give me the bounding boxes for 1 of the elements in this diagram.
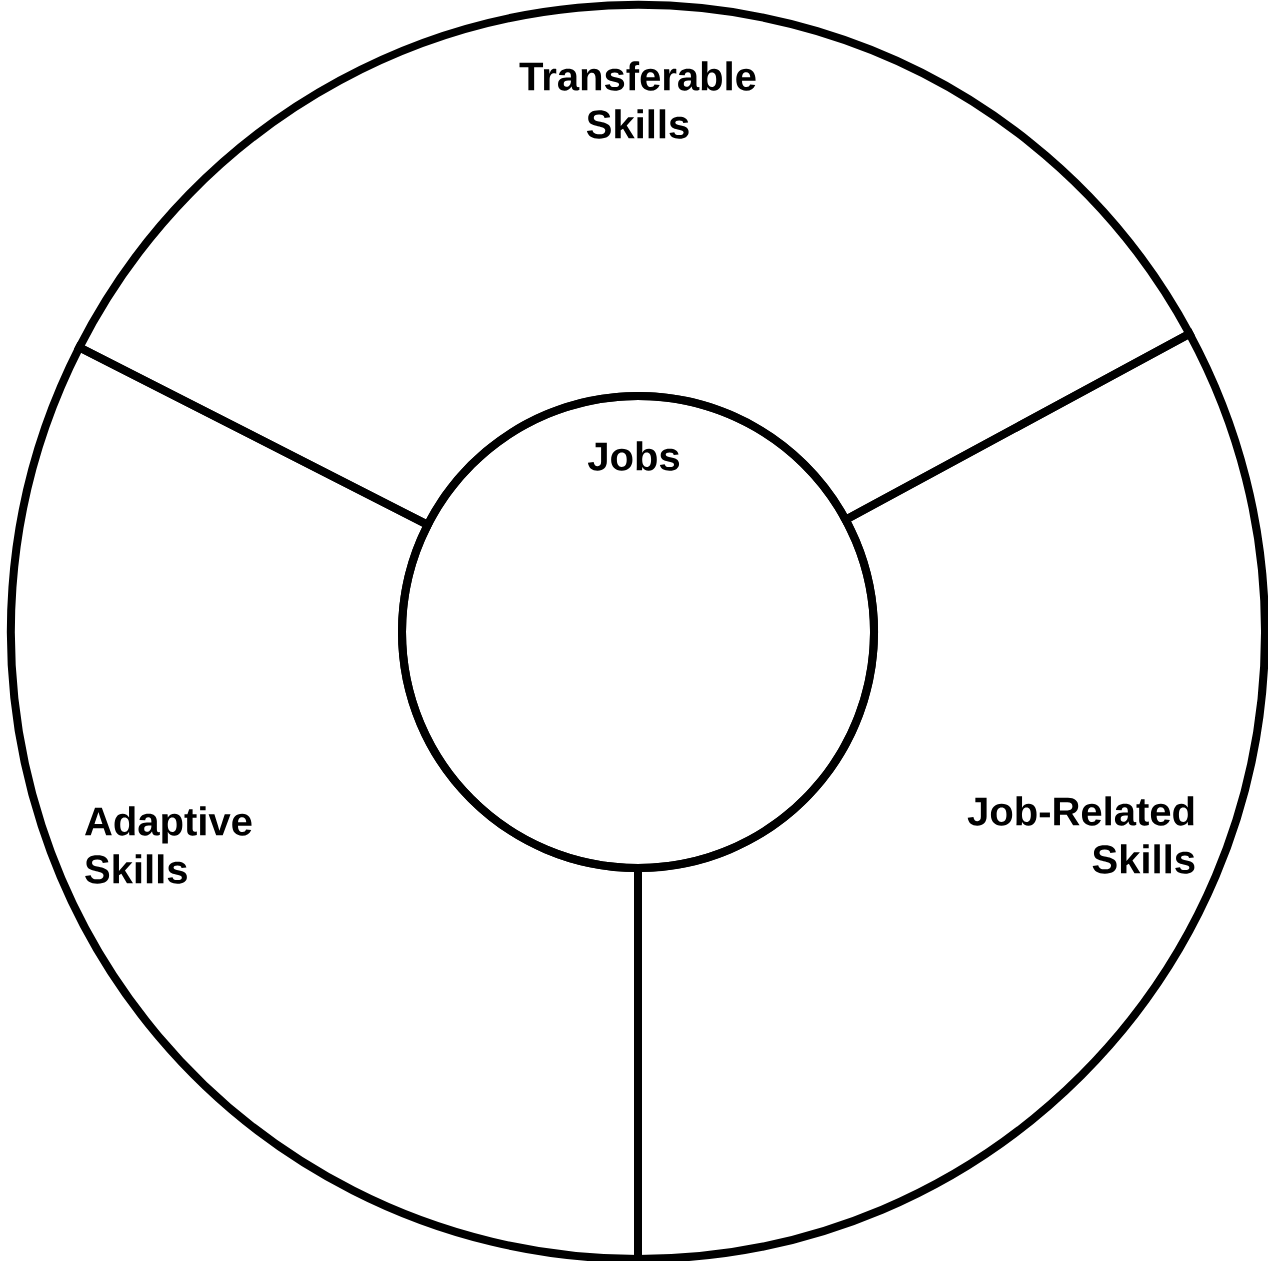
ring-sector: Transferable Skills <box>519 61 756 139</box>
